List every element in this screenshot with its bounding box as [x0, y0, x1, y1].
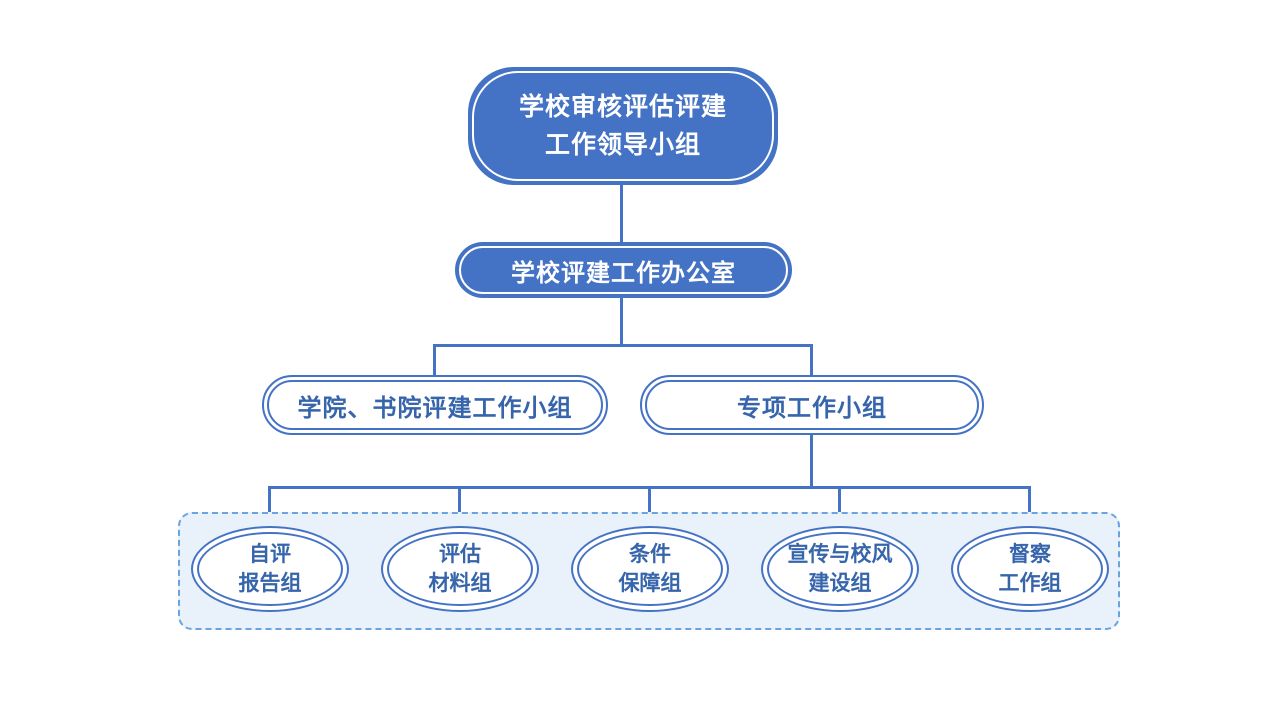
group5-label-line1: 督察 — [1009, 543, 1051, 566]
node-office: 学校评建工作办公室 — [455, 242, 792, 298]
connector-special-stub — [810, 434, 813, 489]
connector-group2-drop — [458, 486, 461, 513]
node-special-workgroup: 专项工作小组 — [640, 375, 984, 435]
connector-branch-rail — [433, 344, 813, 347]
connector-group3-drop — [648, 486, 651, 513]
node-self-assessment-report-group: 自评 报告组 — [191, 526, 349, 612]
connector-office-stub — [620, 297, 623, 347]
group5-label-line2: 工作组 — [998, 572, 1062, 595]
node-leading-group-label-line2: 工作领导小组 — [544, 131, 701, 159]
group2-label-line1: 评估 — [439, 543, 481, 566]
connector-branch-left-drop — [433, 344, 436, 376]
group3-label-line2: 保障组 — [618, 572, 682, 595]
node-college-workgroup: 学院、书院评建工作小组 — [262, 375, 608, 435]
node-supervision-work-group: 督察 工作组 — [951, 526, 1109, 612]
node-leading-group: 学校审核评估评建 工作领导小组 — [468, 67, 778, 185]
group3-label-line1: 条件 — [629, 543, 671, 566]
group4-label-line1: 宣传与校风 — [787, 543, 893, 566]
node-evaluation-materials-group: 评估 材料组 — [381, 526, 539, 612]
node-special-workgroup-label: 专项工作小组 — [737, 394, 887, 422]
node-publicity-campus-culture-group: 宣传与校风 建设组 — [761, 526, 919, 612]
node-college-workgroup-label: 学院、书院评建工作小组 — [297, 394, 573, 422]
node-leading-group-label-line1: 学校审核评估评建 — [518, 93, 727, 121]
group4-label-line2: 建设组 — [808, 572, 872, 595]
node-conditions-support-group: 条件 保障组 — [571, 526, 729, 612]
connector-branch-right-drop — [810, 344, 813, 376]
connector-root-to-office — [620, 185, 623, 243]
connector-group5-drop — [1028, 486, 1031, 513]
node-office-label: 学校评建工作办公室 — [511, 259, 736, 287]
group1-label-line2: 报告组 — [238, 572, 302, 595]
group1-label-line1: 自评 — [249, 543, 291, 566]
connector-group4-drop — [838, 486, 841, 513]
connector-group1-drop — [268, 486, 271, 513]
group2-label-line2: 材料组 — [428, 572, 492, 595]
